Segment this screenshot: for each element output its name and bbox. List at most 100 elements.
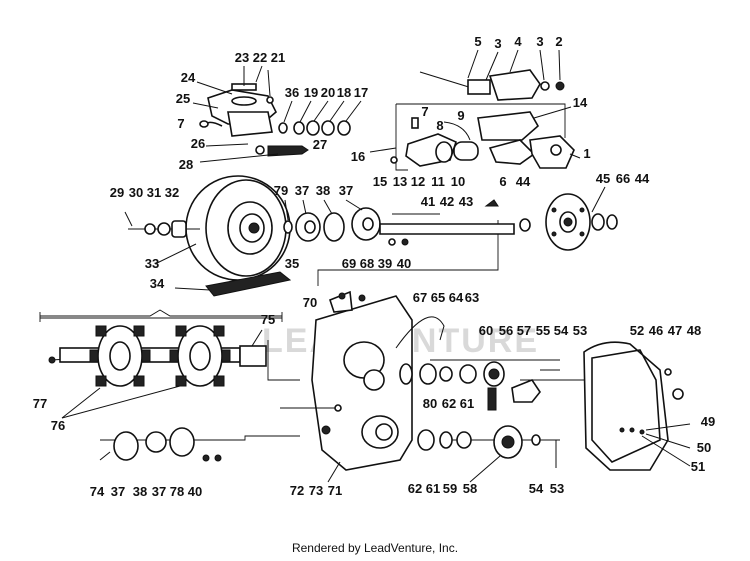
callout-48: 48 — [687, 323, 701, 338]
callout-73: 73 — [309, 483, 323, 498]
callout-61: 61 — [426, 481, 440, 496]
callout-37: 37 — [111, 484, 125, 499]
callout-74: 74 — [90, 484, 105, 499]
callout-67: 67 — [413, 290, 427, 305]
callout-61: 61 — [460, 396, 474, 411]
callout-51: 51 — [691, 459, 705, 474]
callout-11: 11 — [431, 174, 445, 189]
callout-47: 47 — [668, 323, 682, 338]
callout-18: 18 — [337, 85, 351, 100]
chaincase-internals — [395, 316, 560, 468]
callout-15: 15 — [373, 174, 387, 189]
callout-55: 55 — [536, 323, 550, 338]
callout-70: 70 — [303, 295, 317, 310]
callout-50: 50 — [697, 440, 711, 455]
callout-53: 53 — [573, 323, 587, 338]
callout-25: 25 — [176, 91, 190, 106]
callout-37: 37 — [295, 183, 309, 198]
callout-72: 72 — [290, 483, 304, 498]
callout-75: 75 — [261, 312, 275, 327]
callout-3: 3 — [494, 36, 501, 51]
callout-45: 45 — [596, 171, 610, 186]
callout-26: 26 — [191, 136, 205, 151]
spacer-stack — [283, 207, 409, 246]
callout-49: 49 — [701, 414, 715, 429]
callout-3: 3 — [536, 34, 543, 49]
callout-66: 66 — [616, 171, 630, 186]
brake-linkage-assembly — [369, 69, 575, 169]
callout-7: 7 — [421, 104, 428, 119]
callout-76: 76 — [51, 418, 65, 433]
jackshaft — [379, 199, 531, 235]
callout-62: 62 — [442, 396, 456, 411]
callout-29: 29 — [110, 185, 124, 200]
callout-28: 28 — [179, 157, 193, 172]
callout-65: 65 — [431, 290, 445, 305]
callout-54: 54 — [529, 481, 544, 496]
track-drive-axle — [48, 325, 267, 387]
callout-7: 7 — [177, 116, 184, 131]
callout-31: 31 — [147, 185, 161, 200]
callout-80: 80 — [423, 396, 437, 411]
axle-bearing-stack — [99, 427, 222, 462]
callout-54: 54 — [554, 323, 569, 338]
callout-39: 39 — [378, 256, 392, 271]
drive-pulley — [128, 175, 292, 297]
callout-44: 44 — [635, 171, 650, 186]
callout-17: 17 — [354, 85, 368, 100]
callout-1: 1 — [583, 146, 590, 161]
callout-34: 34 — [150, 276, 165, 291]
callout-46: 46 — [649, 323, 663, 338]
callout-10: 10 — [451, 174, 465, 189]
callout-41: 41 — [421, 194, 435, 209]
chaincase-cover — [583, 341, 684, 471]
chaincase-housing — [280, 290, 413, 471]
clutch-bracket-assembly — [199, 69, 351, 163]
callout-13: 13 — [393, 174, 407, 189]
callout-58: 58 — [463, 481, 477, 496]
callout-20: 20 — [321, 85, 335, 100]
callout-71: 71 — [328, 483, 342, 498]
callout-43: 43 — [459, 194, 473, 209]
callout-37: 37 — [152, 484, 166, 499]
callout-36: 36 — [285, 85, 299, 100]
credit-line: Rendered by LeadVenture, Inc. — [291, 541, 459, 555]
callout-35: 35 — [285, 256, 299, 271]
callout-9: 9 — [457, 108, 464, 123]
callout-27: 27 — [313, 137, 327, 152]
callout-32: 32 — [165, 185, 179, 200]
callout-44: 44 — [516, 174, 531, 189]
callout-8: 8 — [436, 118, 443, 133]
callout-30: 30 — [129, 185, 143, 200]
callout-38: 38 — [316, 183, 330, 198]
callout-leader-lines — [61, 49, 691, 483]
callout-63: 63 — [465, 290, 479, 305]
callout-69: 69 — [342, 256, 356, 271]
callout-56: 56 — [499, 323, 513, 338]
callout-24: 24 — [181, 70, 196, 85]
callout-19: 19 — [304, 85, 318, 100]
callout-4: 4 — [514, 34, 522, 49]
callout-53: 53 — [550, 481, 564, 496]
callout-12: 12 — [411, 174, 425, 189]
callout-40: 40 — [188, 484, 202, 499]
callout-77: 77 — [33, 396, 47, 411]
callout-6: 6 — [499, 174, 506, 189]
callout-37: 37 — [339, 183, 353, 198]
callout-2: 2 — [555, 34, 562, 49]
callout-60: 60 — [479, 323, 493, 338]
callout-38: 38 — [133, 484, 147, 499]
callout-22: 22 — [253, 50, 267, 65]
callout-5: 5 — [474, 34, 481, 49]
callout-52: 52 — [630, 323, 644, 338]
callout-21: 21 — [271, 50, 285, 65]
callout-68: 68 — [360, 256, 374, 271]
callout-33: 33 — [145, 256, 159, 271]
callout-42: 42 — [440, 194, 454, 209]
brake-disc — [545, 193, 618, 251]
callout-64: 64 — [449, 290, 464, 305]
callout-57: 57 — [517, 323, 531, 338]
callout-78: 78 — [170, 484, 184, 499]
